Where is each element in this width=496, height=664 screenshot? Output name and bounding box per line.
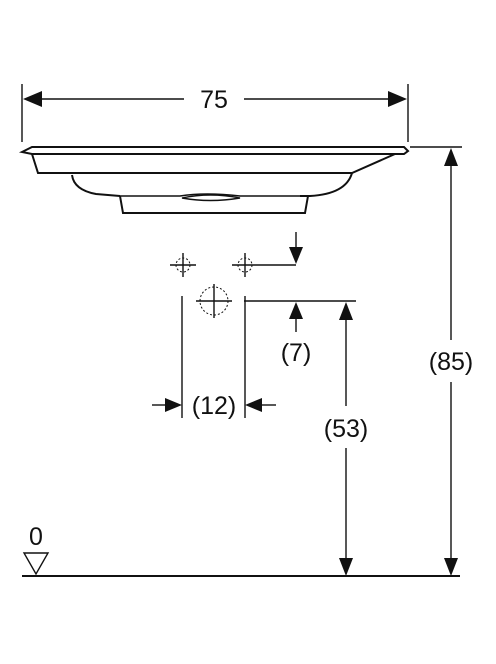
- waste-outlet: [181, 194, 241, 202]
- offset-dimension: (7): [281, 302, 312, 367]
- inlet-circle-right: [237, 257, 253, 273]
- offset-arrow-top: [289, 232, 303, 264]
- spacing-label: (12): [192, 392, 236, 420]
- width-label: 75: [200, 86, 228, 114]
- basin-body: [31, 153, 396, 174]
- total-height-label: (85): [429, 348, 473, 376]
- total-height-dimension: (85): [410, 146, 473, 576]
- spacing-dimension: (12): [152, 296, 276, 420]
- supply-inlet-left: [170, 253, 196, 277]
- supply-inlet-right: [232, 253, 296, 277]
- floor-level: 0: [22, 523, 460, 577]
- width-arrow-left: [23, 91, 42, 107]
- basin-base: [119, 195, 309, 214]
- bowl-bottom: [120, 193, 300, 197]
- inlet-height-dimension: (53): [324, 302, 368, 576]
- offset-label: (7): [281, 339, 312, 367]
- inlet-height-label: (53): [324, 415, 368, 443]
- inlet-circle-left: [175, 257, 191, 273]
- basin-rim: [18, 146, 410, 155]
- floor-level-label: 0: [29, 523, 43, 551]
- width-arrow-right: [388, 91, 407, 107]
- width-dimension: 75: [21, 84, 409, 142]
- bowl-underside: [71, 172, 353, 197]
- waste-connection: [196, 284, 356, 318]
- washbasin-profile: [18, 146, 410, 214]
- level-marker-icon: [22, 552, 50, 576]
